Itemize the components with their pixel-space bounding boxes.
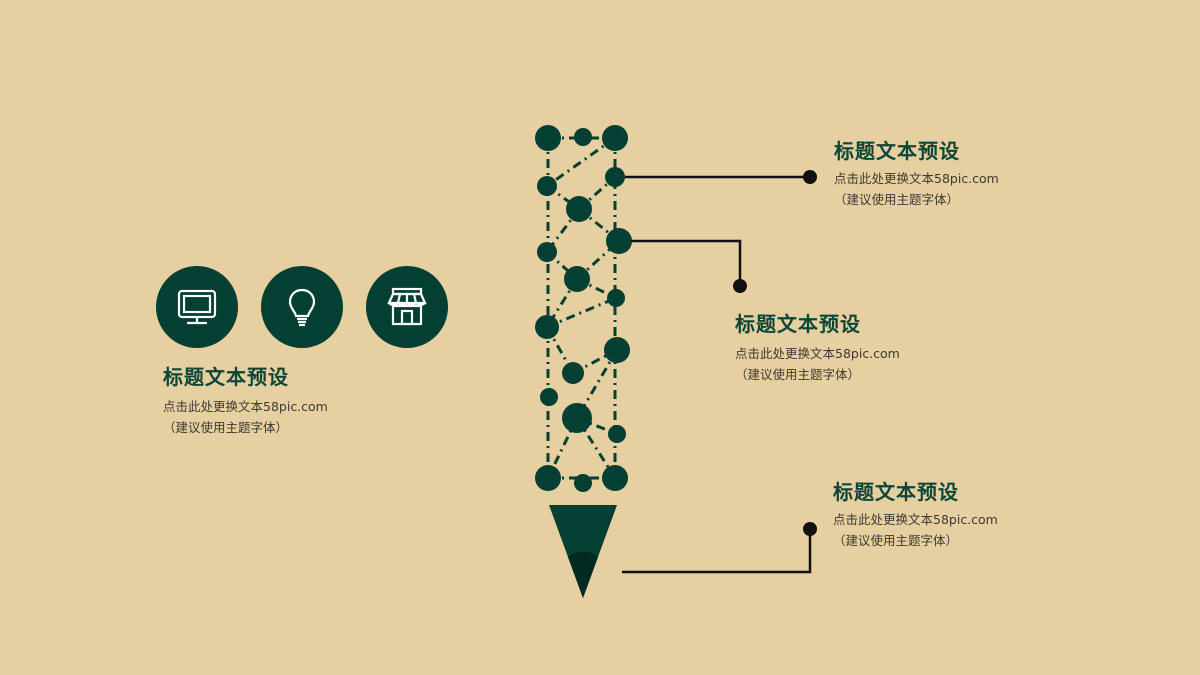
lightbulb-icon-button — [261, 266, 343, 348]
lightbulb-icon — [288, 288, 316, 327]
callout-1-desc-line2: （建议使用主题字体） — [834, 192, 960, 207]
left-desc-line1: 点击此处更换文本58pic.com — [163, 399, 328, 414]
callout-2-desc-line1: 点击此处更换文本58pic.com — [735, 346, 900, 361]
callout-2-title: 标题文本预设 — [735, 312, 861, 336]
monitor-icon — [177, 289, 217, 325]
storefront-icon — [387, 287, 427, 326]
storefront-icon-button — [366, 266, 448, 348]
callout-3-title: 标题文本预设 — [833, 480, 959, 504]
callout-2-desc-line2: （建议使用主题字体） — [735, 367, 861, 382]
callout-1-title: 标题文本预设 — [834, 139, 960, 163]
network-nodes — [535, 125, 632, 492]
callout-3: 标题文本预设 点击此处更换文本58pic.com （建议使用主题字体） — [833, 479, 998, 551]
left-title: 标题文本预设 — [163, 365, 289, 389]
connector-dots — [733, 170, 817, 536]
pencil-tip — [549, 505, 617, 598]
left-desc-line2: （建议使用主题字体） — [163, 420, 289, 435]
left-text-block: 标题文本预设 点击此处更换文本58pic.com （建议使用主题字体） — [163, 364, 328, 438]
monitor-icon-button — [156, 266, 238, 348]
callout-3-desc-line2: （建议使用主题字体） — [833, 533, 959, 548]
connector-lines — [622, 175, 812, 574]
callout-1: 标题文本预设 点击此处更换文本58pic.com （建议使用主题字体） — [834, 138, 999, 210]
callout-2: 标题文本预设 点击此处更换文本58pic.com （建议使用主题字体） — [735, 311, 900, 385]
callout-1-desc-line1: 点击此处更换文本58pic.com — [834, 171, 999, 186]
callout-3-desc-line1: 点击此处更换文本58pic.com — [833, 512, 998, 527]
